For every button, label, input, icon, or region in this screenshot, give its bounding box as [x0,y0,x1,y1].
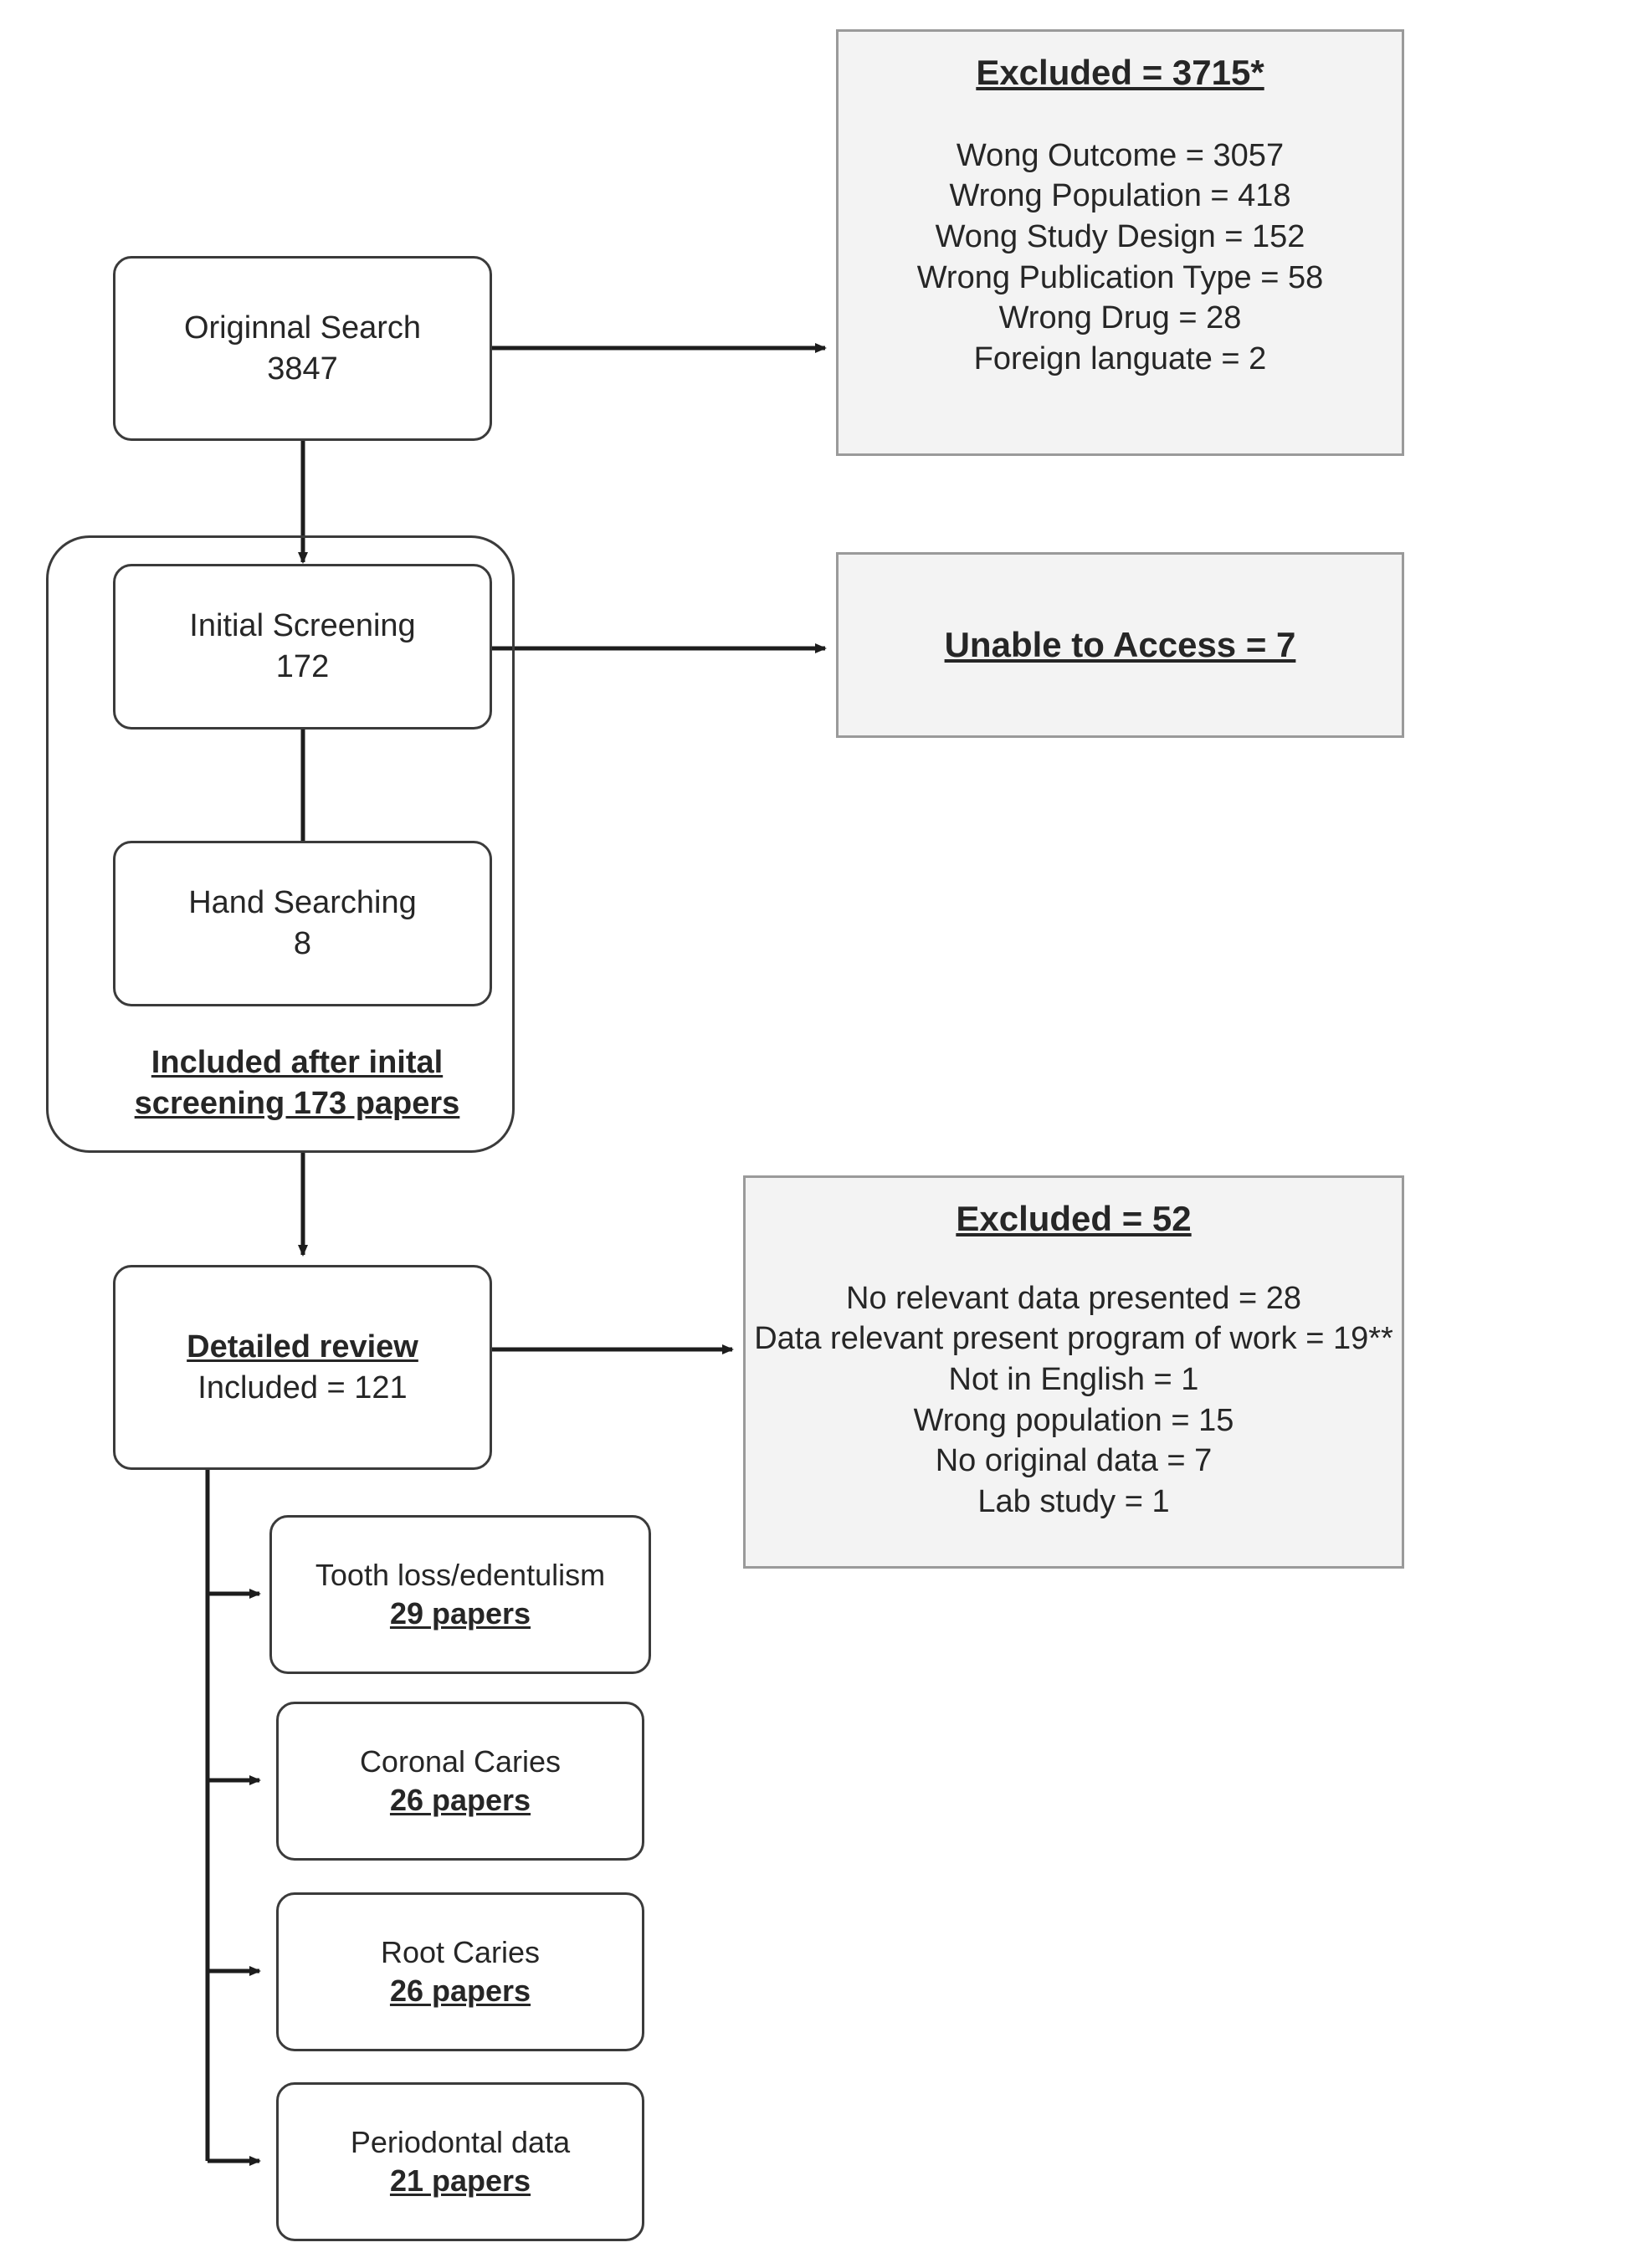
original-search-label: Originnal Search [183,310,422,346]
excluded-first-reason-2: Wong Study Design = 152 [935,219,1305,254]
excluded-first-reason-3: Wrong Publication Type = 58 [916,259,1324,295]
excluded-second-reason-4: No original data = 7 [935,1443,1213,1479]
excluded-second-heading: Excluded = 52 [956,1199,1192,1238]
excluded-second-reason-0: No relevant data presented = 28 [846,1280,1301,1316]
initial-screening-label: Initial Screening [189,608,416,644]
excluded-first-heading: Excluded = 3715* [976,53,1264,92]
node-outcome-periodontal[interactable]: Periodontal data 21 papers [276,2082,644,2241]
original-search-count: 3847 [267,351,338,387]
excluded-first-reason-0: Wong Outcome = 3057 [956,137,1285,173]
included-after-line1: Included after inital [151,1045,444,1081]
panel-excluded-first: Excluded = 3715* Wong Outcome = 3057 Wro… [836,29,1404,456]
hand-searching-count: 8 [293,926,312,961]
hand-searching-label: Hand Searching [188,885,417,921]
excluded-first-reason-1: Wrong Population = 418 [949,178,1291,214]
outcome-label-1: Coronal Caries [359,1743,562,1779]
detailed-review-count: Included = 121 [197,1370,408,1405]
excluded-second-reason-5: Lab study = 1 [977,1483,1170,1519]
excluded-first-reason-list: Wong Outcome = 3057 Wrong Population = 4… [839,136,1402,380]
node-outcome-coronal-caries[interactable]: Coronal Caries 26 papers [276,1702,644,1861]
outcome-papers-0: 29 papers [389,1596,531,1631]
outcome-papers-3: 21 papers [389,2163,531,2198]
outcome-papers-2: 26 papers [389,1974,531,2008]
node-outcome-tooth-loss[interactable]: Tooth loss/edentulism 29 papers [269,1515,651,1674]
included-after-initial-screening-text: Included after inital screening 173 pape… [79,1029,515,1138]
node-original-search[interactable]: Originnal Search 3847 [113,256,492,441]
node-outcome-root-caries[interactable]: Root Caries 26 papers [276,1892,644,2051]
excluded-first-reason-4: Wrong Drug = 28 [998,300,1242,336]
included-after-line2: screening 173 papers [134,1086,460,1121]
outcome-label-3: Periodontal data [350,2124,571,2159]
outcome-label-0: Tooth loss/edentulism [315,1557,606,1592]
excluded-second-reason-2: Not in English = 1 [948,1362,1199,1397]
outcome-label-2: Root Caries [380,1934,541,1969]
excluded-second-reason-3: Wrong population = 15 [913,1402,1234,1438]
excluded-second-reason-list: No relevant data presented = 28 Data rel… [746,1278,1402,1523]
excluded-first-reason-5: Foreign languate = 2 [973,340,1267,376]
screening-group-container [46,535,515,1153]
unable-to-access-heading: Unable to Access = 7 [944,625,1296,665]
node-initial-screening[interactable]: Initial Screening 172 [113,564,492,730]
initial-screening-count: 172 [275,649,330,684]
panel-unable-to-access: Unable to Access = 7 [836,552,1404,738]
panel-excluded-second: Excluded = 52 No relevant data presented… [743,1175,1404,1569]
excluded-second-reason-1: Data relevant present program of work = … [754,1321,1393,1357]
outcome-papers-1: 26 papers [389,1783,531,1817]
node-hand-searching[interactable]: Hand Searching 8 [113,841,492,1006]
node-detailed-review[interactable]: Detailed review Included = 121 [113,1265,492,1470]
detailed-review-heading: Detailed review [187,1329,418,1364]
